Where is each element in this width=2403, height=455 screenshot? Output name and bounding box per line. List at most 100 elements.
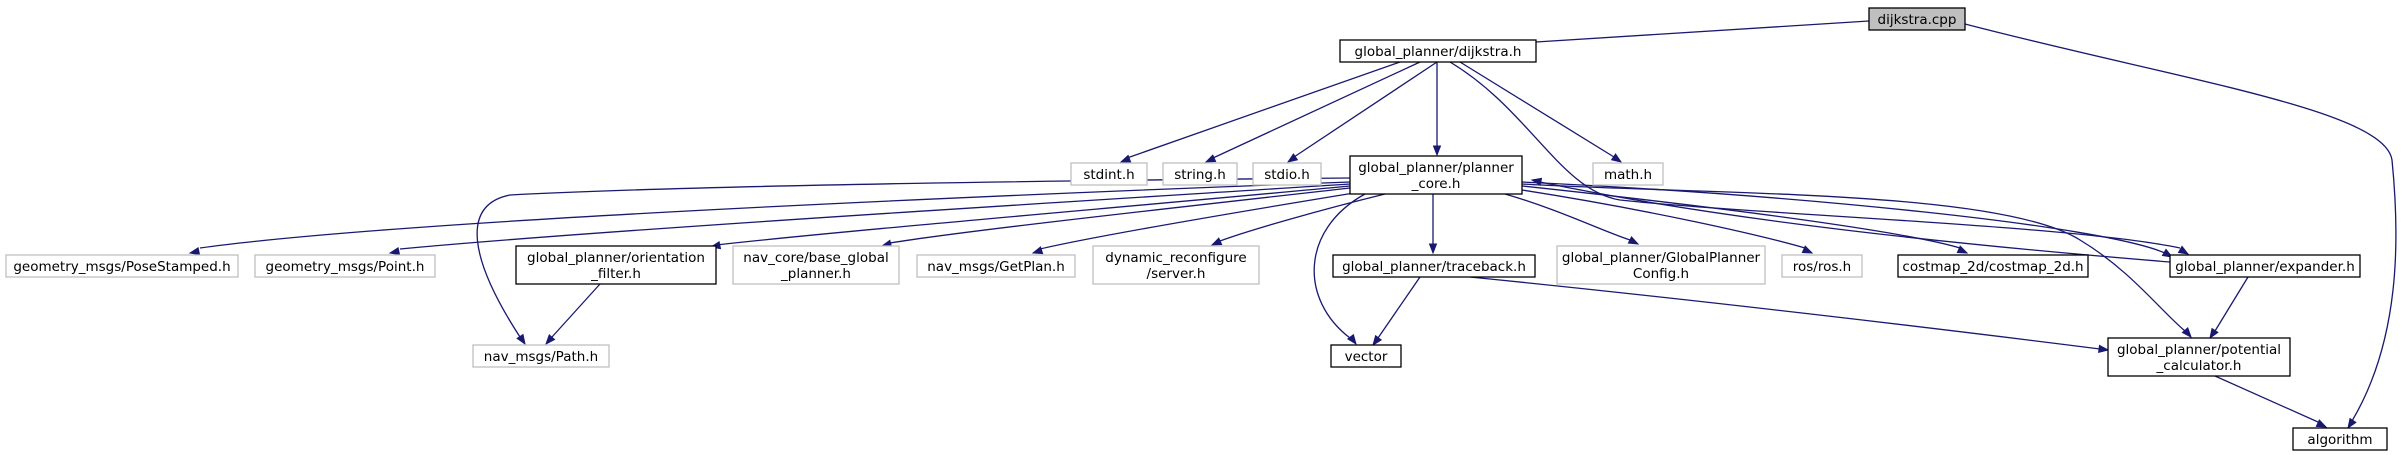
edge-planner_core_h-to-base_global_planner_h	[880, 187, 1351, 248]
edges-layer	[188, 20, 2397, 430]
edge-line	[1964, 23, 2397, 422]
node-box	[1252, 162, 1322, 186]
node-label-line: ros/ros.h	[1793, 259, 1852, 275]
edge-dijkstra_cpp-to-algorithm	[1964, 23, 2397, 430]
edge-line	[1039, 191, 1361, 250]
edge-line	[1449, 61, 2181, 249]
node-label-line: nav_msgs/GetPlan.h	[927, 259, 1065, 275]
node-stdio-h: stdio.h	[1252, 162, 1322, 186]
node-box	[1092, 245, 1260, 285]
node-box	[515, 245, 717, 285]
node-box	[1162, 162, 1238, 186]
edge-arrowhead	[1210, 237, 1223, 246]
node-dijkstra-h[interactable]: global_planner/dijkstra.h	[1339, 39, 1537, 63]
node-label-line: global_planner/potential	[2117, 342, 2281, 358]
node-label-line: dijkstra.cpp	[1878, 12, 1957, 28]
node-label-line: _core.h	[1411, 176, 1461, 192]
node-label-line: nav_core/base_global	[743, 250, 888, 266]
edge-planner_core_h-to-traceback_h	[1428, 194, 1438, 255]
node-label-line: dynamic_reconfigure	[1105, 250, 1246, 266]
edge-arrowhead	[1204, 154, 1217, 163]
node-box	[5, 254, 239, 278]
edge-arrowhead	[1119, 154, 1132, 163]
node-potential-calculator-h[interactable]: global_planner/potential_calculator.h	[2107, 337, 2291, 377]
node-label-line: global_planner/dijkstra.h	[1355, 44, 1522, 60]
edge-line	[1219, 193, 1386, 242]
node-box	[254, 254, 436, 278]
edge-traceback_h-to-potential_calculator_h	[1469, 276, 2110, 354]
node-traceback-h[interactable]: global_planner/traceback.h	[1332, 254, 1536, 278]
edge-arrowhead	[1428, 243, 1438, 255]
edge-arrowhead	[516, 333, 526, 346]
edge-arrowhead	[1286, 153, 1299, 163]
node-label-line: global_planner/traceback.h	[1342, 259, 1526, 275]
edge-line	[476, 177, 1351, 338]
edge-dijkstra_h-to-math_h	[1459, 61, 1623, 163]
node-box	[1592, 162, 1664, 186]
node-pose-stamped-h: geometry_msgs/PoseStamped.h	[5, 254, 239, 278]
node-dijkstra-cpp[interactable]: dijkstra.cpp	[1868, 7, 1966, 31]
edge-planner_core_h-to-point_h	[388, 183, 1351, 256]
edge-arrowhead	[1530, 177, 1543, 187]
edge-planner_core_h-to-dyn_server_h	[1210, 193, 1386, 246]
node-box	[1556, 245, 1766, 285]
edge-arrowhead	[2177, 245, 2190, 255]
node-label-line: string.h	[1174, 167, 1226, 183]
edge-dijkstra_h-to-stdint_h	[1119, 61, 1401, 163]
edge-arrowhead	[1432, 145, 1442, 157]
node-math-h: math.h	[1592, 162, 1664, 186]
edge-line	[2214, 375, 2319, 423]
node-costmap-2d-h[interactable]: costmap_2d/costmap_2d.h	[1897, 254, 2089, 278]
edge-line	[399, 183, 1351, 250]
edge-arrowhead	[2098, 344, 2110, 354]
edge-line	[715, 185, 1351, 246]
node-box	[916, 254, 1076, 278]
edge-planner_core_h-to-ros_h	[1521, 189, 1814, 254]
edge-planner_core_h-to-get_plan_h	[1031, 191, 1361, 255]
node-vector[interactable]: vector	[1330, 344, 1402, 368]
node-box	[1330, 344, 1402, 368]
edge-line	[1519, 20, 1870, 44]
node-planner-core-h[interactable]: global_planner/planner_core.h	[1349, 155, 1523, 195]
edge-line	[1293, 61, 1438, 158]
edge-arrowhead	[2315, 419, 2328, 428]
edge-planner_core_h-to-path_h	[476, 177, 1351, 346]
edge-arrowhead	[188, 246, 201, 256]
edge-dijkstra_h-to-stdio_h	[1286, 61, 1438, 163]
edge-arrowhead	[1610, 153, 1623, 163]
edge-arrowhead	[1372, 334, 1383, 347]
node-orientation-filter-h[interactable]: global_planner/orientation_filter.h	[515, 245, 717, 285]
edge-arrowhead	[1346, 333, 1357, 346]
node-box	[1868, 7, 1966, 31]
node-label-line: _calculator.h	[2156, 358, 2242, 374]
edge-arrowhead	[1956, 245, 1969, 254]
edge-planner_core_h-to-potential_calculator_h	[1521, 183, 2192, 339]
node-label-line: costmap_2d/costmap_2d.h	[1902, 259, 2083, 275]
edge-expander_h-to-potential_calculator_h	[2209, 276, 2249, 340]
edge-dijkstra_h-to-string_h	[1204, 61, 1421, 163]
node-box	[1781, 254, 1863, 278]
node-label-line: geometry_msgs/PoseStamped.h	[13, 259, 230, 275]
node-box	[2107, 337, 2291, 377]
node-path-h: nav_msgs/Path.h	[472, 344, 610, 368]
node-label-line: /server.h	[1147, 266, 1206, 282]
edge-line	[1521, 189, 1806, 249]
edge-line	[1126, 61, 1401, 159]
edge-line	[889, 187, 1351, 244]
node-label-line: algorithm	[2307, 432, 2372, 448]
edge-arrowhead	[1801, 245, 1814, 254]
edge-line	[1459, 61, 1615, 158]
node-label-line: nav_msgs/Path.h	[484, 349, 598, 365]
node-expander-h[interactable]: global_planner/expander.h	[2169, 254, 2361, 278]
node-label-line: math.h	[1604, 167, 1652, 183]
node-label-line: global_planner/expander.h	[2175, 259, 2355, 275]
edge-line	[1521, 185, 1961, 249]
edge-line	[199, 181, 1351, 249]
node-box	[2292, 427, 2388, 451]
node-box	[732, 245, 900, 285]
edge-planner_core_h-to-gp_config_h	[1504, 193, 1640, 245]
edge-planner_core_h-to-vector	[1313, 193, 1366, 346]
node-algorithm[interactable]: algorithm	[2292, 427, 2388, 451]
edge-line	[1313, 193, 1366, 339]
